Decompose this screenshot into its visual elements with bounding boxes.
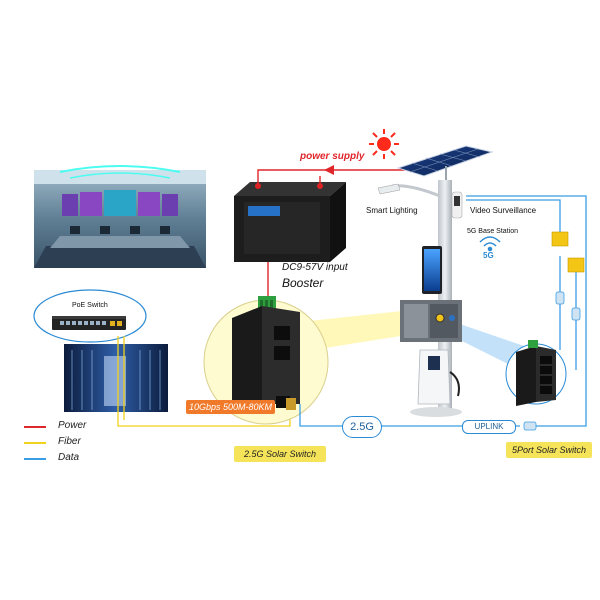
base-station-label: 5G Base Station — [467, 228, 518, 235]
battery — [234, 182, 346, 262]
solar-switch-25g-tag: 2.5G Solar Switch — [234, 446, 326, 462]
speed-25g-pill: 2.5G — [342, 416, 382, 438]
power-arrow — [324, 165, 334, 175]
solar-panel — [396, 145, 494, 180]
uplink-pill: UPLINK — [462, 420, 516, 434]
power-lines — [257, 169, 430, 296]
poe-switch-label: PoE Switch — [72, 302, 108, 309]
solar-switch-5port-tag: 5Port Solar Switch — [506, 442, 592, 458]
legend-label-fiber: Fiber — [58, 436, 81, 447]
legend-label-data: Data — [58, 452, 80, 463]
switch-5port-bubble — [505, 340, 567, 406]
fiber-spec-tag: 10Gbps 500M-80KM — [186, 400, 276, 414]
legend-swatch-data — [24, 458, 46, 460]
sun-icon — [369, 129, 399, 159]
smart-lighting-label: Smart Lighting — [366, 206, 418, 215]
video-surveillance-label: Video Surveillance — [470, 206, 537, 215]
poe-switch-bubble — [33, 289, 147, 343]
dc-input-label: DC9-57V input — [282, 262, 348, 273]
server-room-image — [64, 344, 168, 412]
rj45-connectors — [523, 291, 581, 431]
street-pole — [377, 180, 463, 417]
fiveg-label: 5G — [483, 251, 494, 260]
legend-swatch-power — [24, 426, 46, 428]
legend-label-power: Power — [58, 420, 87, 431]
switch-25g-bubble — [203, 296, 329, 425]
camera-icons — [551, 231, 585, 273]
power-supply-label: power supply — [300, 151, 365, 162]
control-room-image — [34, 165, 206, 268]
wifi-signal-icon — [479, 236, 501, 252]
booster-label: Booster — [282, 276, 324, 290]
fiber-lines — [117, 336, 291, 427]
legend-swatch-fiber — [24, 442, 46, 444]
